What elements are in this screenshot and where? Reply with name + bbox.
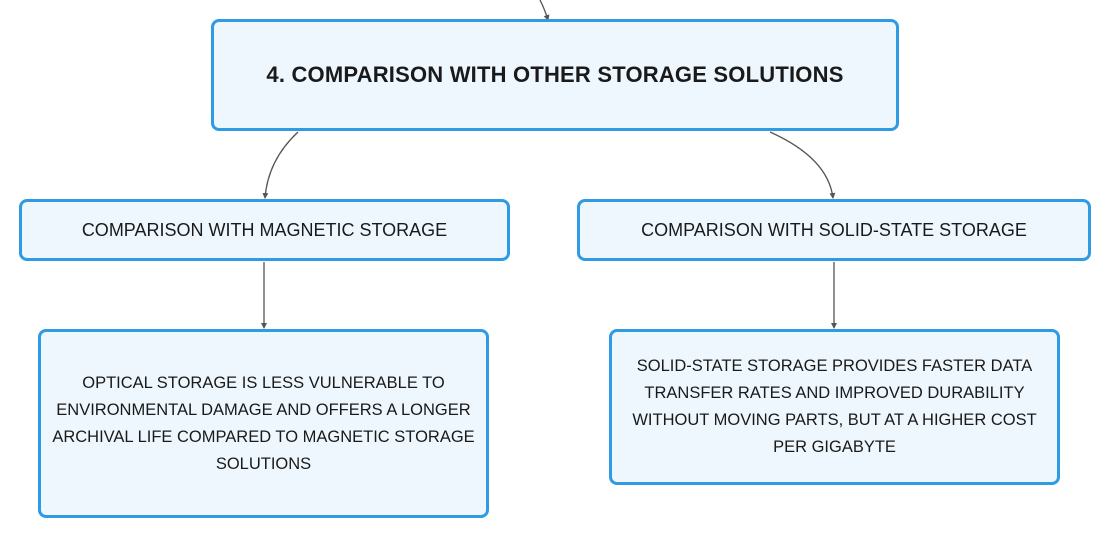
- root-topic-label: 4. COMPARISON WITH OTHER STORAGE SOLUTIO…: [266, 62, 844, 87]
- magnetic-storage-detail-node[interactable]: OPTICAL STORAGE IS LESS VULNERABLE TO EN…: [38, 329, 489, 518]
- magnetic-storage-node[interactable]: COMPARISON WITH MAGNETIC STORAGE: [19, 199, 510, 261]
- connector-root-to-magnetic: [262, 131, 299, 199]
- solid-state-storage-label: COMPARISON WITH SOLID-STATE STORAGE: [641, 219, 1027, 240]
- solid-state-storage-detail-node[interactable]: SOLID-STATE STORAGE PROVIDES FASTER DATA…: [609, 329, 1060, 485]
- root-topic-node[interactable]: 4. COMPARISON WITH OTHER STORAGE SOLUTIO…: [211, 19, 899, 131]
- connector-parent-to-root: [539, 0, 550, 21]
- connector-root-to-solid-state: [769, 131, 836, 199]
- solid-state-storage-detail-text: SOLID-STATE STORAGE PROVIDES FASTER DATA…: [632, 357, 1037, 456]
- solid-state-storage-node[interactable]: COMPARISON WITH SOLID-STATE STORAGE: [577, 199, 1091, 261]
- magnetic-storage-label: COMPARISON WITH MAGNETIC STORAGE: [81, 219, 448, 240]
- magnetic-storage-detail-text: OPTICAL STORAGE IS LESS VULNERABLE TO EN…: [52, 373, 475, 473]
